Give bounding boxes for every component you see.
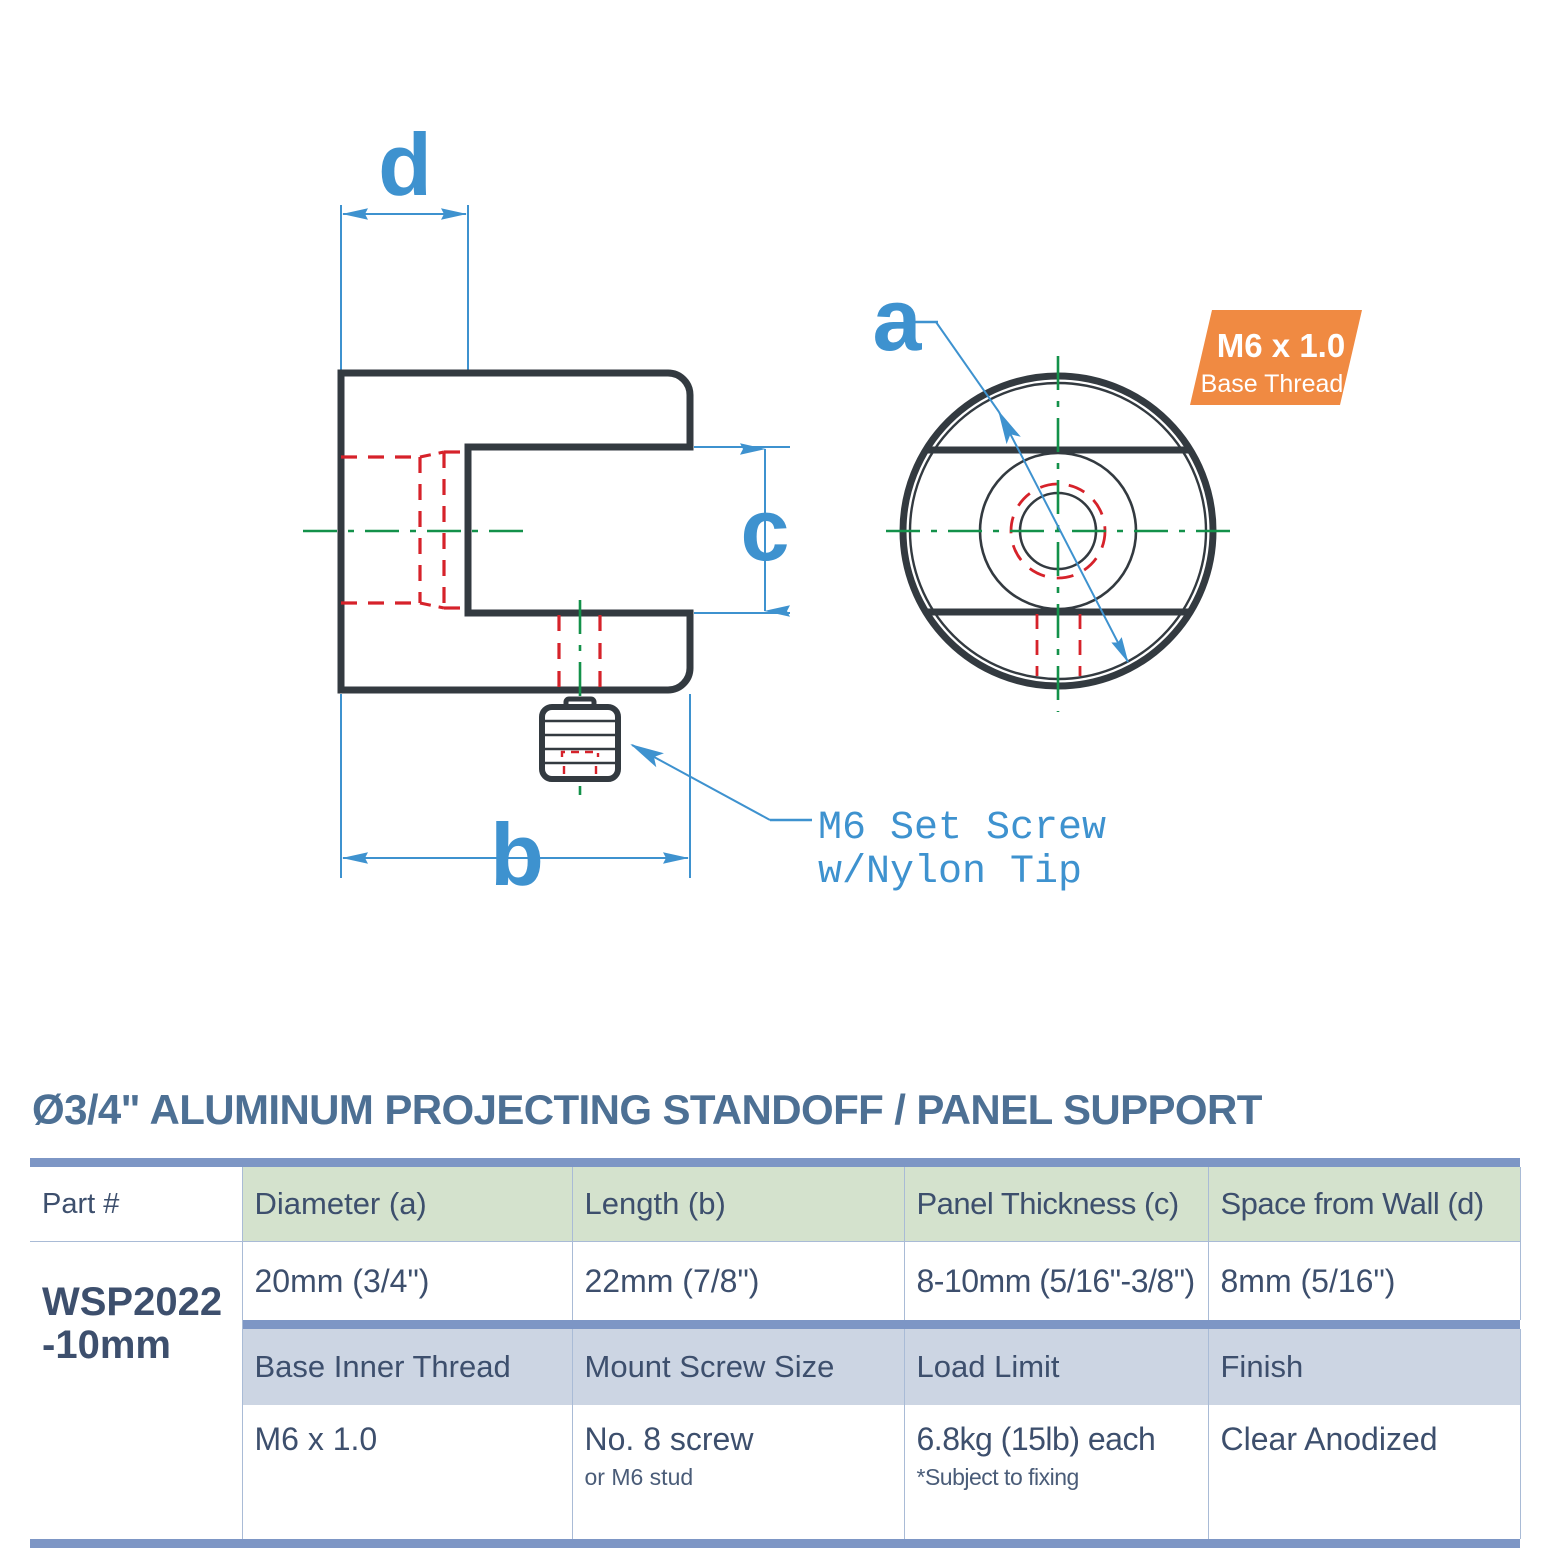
value-mount-screw-size-main: No. 8 screw [584,1421,754,1457]
side-view [303,205,812,878]
value-load-limit: 6.8kg (15lb) each *Subject to fixing [903,1405,1209,1539]
set-screw-callout-line1: M6 Set Screw [818,806,1106,851]
value-panel-thickness: 8-10mm (5/16"-3/8") [903,1241,1209,1320]
dimension-d [340,205,469,372]
value-mount-screw-size-sub: or M6 stud [584,1464,694,1490]
bar-cell-part [30,1158,242,1167]
header-finish: Finish [1207,1329,1521,1405]
badge-line1: M6 x 1.0 [1217,327,1345,364]
value-load-limit-sub: *Subject to fixing [916,1464,1080,1490]
set-screw-callout-line2: w/Nylon Tip [818,850,1082,895]
specification-table: Part # Diameter (a) Length (b) Panel Thi… [30,1158,1521,1548]
part-number-spacer-cell [30,1405,243,1539]
part-number-line1: WSP2022 [42,1280,223,1325]
standoff-body-outline [337,369,694,694]
header-load-limit: Load Limit [903,1329,1209,1405]
dimension-label-b: b [490,805,544,904]
value-diameter: 20mm (3/4") [241,1241,573,1320]
value-finish-main: Clear Anodized [1220,1421,1438,1457]
diameter-a-leader [915,320,1129,663]
part-header-cell: Part # [30,1167,243,1242]
value-finish: Clear Anodized [1207,1405,1521,1539]
part-number-line2: -10mm [42,1322,171,1367]
set-screw [539,696,621,782]
header-diameter: Diameter (a) [241,1167,573,1242]
technical-drawing: d b c a M6 Set Screw w/Nylon Tip M6 x 1.… [303,115,1362,904]
value-base-inner-thread: M6 x 1.0 [241,1405,573,1539]
header-panel-thickness: Panel Thickness (c) [903,1167,1209,1242]
badge-line2: Base Thread [1201,370,1344,398]
table-bottom-bar [30,1539,1520,1548]
bar-cell-bottom [242,1539,1520,1548]
set-screw-callout-leader [630,744,812,822]
hidden-chamfer-lines [419,450,445,610]
dimension-label-c: c [741,480,790,579]
header-length: Length (b) [571,1167,905,1242]
value-space-from-wall: 8mm (5/16") [1207,1241,1521,1320]
table-header-row-1: Part # Diameter (a) Length (b) Panel Thi… [30,1167,1521,1242]
value-length: 22mm (7/8") [571,1241,905,1320]
front-view [886,320,1232,712]
table-value-row-2: M6 x 1.0 No. 8 screw or M6 stud 6.8kg (1… [30,1405,1521,1539]
hidden-set-screw-hole [557,615,602,690]
dimension-label-a: a [873,270,923,369]
hidden-thread-lines [341,450,468,610]
dimension-c [694,443,790,617]
dimension-label-d: d [378,115,432,214]
page-title: Ø3/4" ALUMINUM PROJECTING STANDOFF / PAN… [32,1086,1262,1133]
value-mount-screw-size: No. 8 screw or M6 stud [571,1405,905,1539]
dimension-b [340,694,691,878]
table-value-row-1: WSP2022 -10mm 20mm (3/4") 22mm (7/8") 8-… [30,1241,1521,1405]
header-space-from-wall: Space from Wall (d) [1207,1167,1521,1242]
header-mount-screw-size: Mount Screw Size [571,1329,905,1405]
table-mid-bar [30,1320,1520,1329]
bar-cell-part-bottom [30,1539,242,1548]
bar-cell-mid [242,1320,1520,1329]
header-base-inner-thread: Base Inner Thread [241,1329,573,1405]
value-base-inner-thread-main: M6 x 1.0 [254,1421,378,1457]
part-number-cell: WSP2022 -10mm [30,1241,243,1405]
bar-cell-main [242,1158,1520,1167]
base-thread-badge: M6 x 1.0 Base Thread [1190,310,1362,405]
table-header-row-2: Base Inner Thread Mount Screw Size Load … [30,1329,1521,1405]
table-top-bar [30,1158,1520,1167]
value-load-limit-main: 6.8kg (15lb) each [916,1421,1156,1457]
